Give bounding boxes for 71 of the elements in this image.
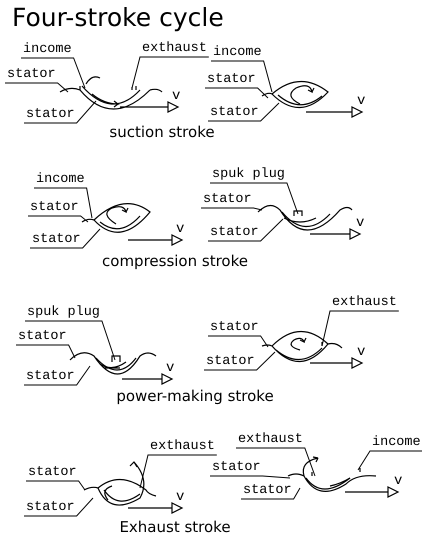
part-label: income — [372, 436, 421, 450]
leader-line — [240, 488, 300, 500]
leader-line — [28, 216, 88, 222]
part-label: stator — [28, 466, 77, 480]
leader-line — [236, 448, 316, 476]
leader-line — [208, 102, 280, 122]
leader-line — [34, 188, 92, 218]
leader-line — [16, 344, 76, 358]
leader-line — [26, 480, 86, 490]
leader-line — [140, 454, 218, 488]
part-label: stator — [206, 355, 255, 369]
leader-line — [210, 60, 272, 92]
part-label: income — [213, 46, 262, 60]
leader-line — [24, 498, 94, 516]
part-label: stator — [32, 233, 81, 247]
part-label: stator — [243, 484, 292, 498]
part-label: stator — [210, 106, 259, 120]
leader-line — [200, 208, 262, 210]
rotary-engine-drawing — [84, 461, 156, 506]
leader-line — [210, 182, 298, 214]
leader-line — [4, 82, 68, 92]
part-label: exthaust — [150, 440, 215, 454]
part-label: income — [23, 43, 72, 57]
velocity-label: v — [356, 216, 364, 230]
velocity-label: v — [176, 490, 184, 504]
stroke-caption: suction stroke — [109, 124, 215, 141]
leader-line — [204, 88, 268, 98]
velocity-label: v — [166, 361, 174, 375]
leader-line — [132, 56, 210, 88]
velocity-label: v — [172, 89, 180, 103]
velocity-label: v — [176, 222, 184, 236]
rotary-engine-drawing — [258, 204, 352, 231]
leader-line — [20, 58, 86, 88]
leader-line — [322, 310, 400, 346]
velocity-label: v — [357, 345, 366, 359]
leader-line — [208, 336, 268, 348]
velocity-label: v — [357, 94, 366, 108]
part-label: stator — [26, 108, 75, 122]
part-label: spuk plug — [27, 306, 100, 320]
stroke-caption: power-making stroke — [116, 388, 274, 405]
part-label: exthaust — [332, 296, 397, 310]
leader-line — [30, 228, 100, 248]
part-label: stator — [7, 68, 56, 82]
part-label: stator — [203, 193, 252, 207]
part-label: stator — [207, 73, 256, 87]
part-label: exthaust — [238, 433, 303, 447]
part-label: stator — [210, 226, 259, 240]
leader-line — [24, 100, 96, 124]
rotary-engine-drawing — [59, 76, 163, 110]
diagram-title: Four-stroke cycle — [12, 4, 224, 32]
stroke-caption: Exhaust stroke — [119, 519, 231, 536]
leader-line — [358, 450, 422, 470]
part-label: stator — [26, 501, 75, 515]
part-label: stator — [18, 330, 67, 344]
part-label: stator — [26, 370, 75, 384]
part-label: stator — [30, 201, 79, 215]
part-label: stator — [212, 461, 261, 475]
leader-line — [204, 352, 276, 370]
rotary-engine-drawing — [262, 330, 343, 362]
leader-line — [208, 218, 284, 242]
stroke-caption: compression stroke — [102, 253, 248, 270]
leader-line — [210, 476, 290, 478]
leader-line — [24, 366, 90, 386]
leader-line — [24, 320, 116, 360]
part-label: stator — [210, 321, 259, 335]
rotary-engine-drawing — [82, 203, 151, 233]
rotary-engine-drawing — [262, 80, 329, 108]
part-label: income — [36, 173, 85, 187]
part-label: exthaust — [142, 42, 207, 56]
velocity-label: v — [394, 474, 402, 488]
part-label: spuk plug — [212, 168, 285, 182]
